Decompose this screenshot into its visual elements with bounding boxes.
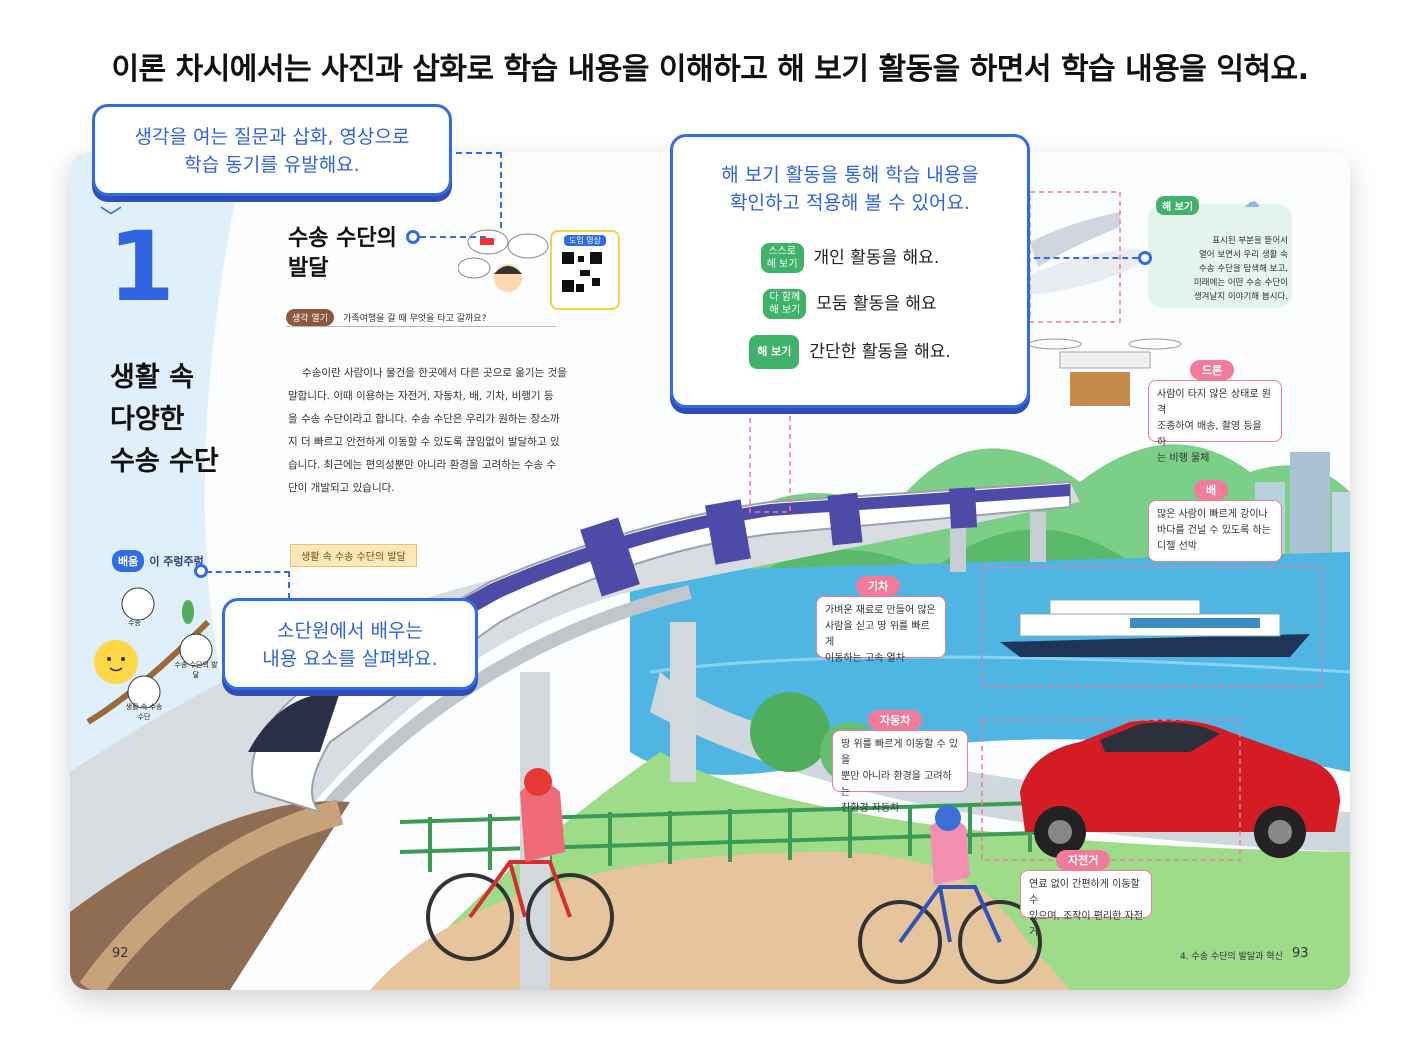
textbook-spread: 1 ﹀ 생활 속 다양한 수송 수단 수송 수단의 발달 도입 영상 <box>70 152 1350 990</box>
connector-dot <box>406 230 420 244</box>
label-text: 땅 위를 빠르게 이동할 수 있을 뿐만 아니라 환경을 고려하는 친환경 자동… <box>832 730 968 814</box>
learning-tree-header: 배움 이 주렁주렁 <box>112 550 204 572</box>
connector-line <box>288 571 290 599</box>
label-tag: 배 <box>1194 480 1229 500</box>
label-text: 가벼운 재료로 만들어 많은 사람을 싣고 땅 위를 빠르게 이동하는 고속 열… <box>816 596 946 664</box>
connector-line <box>1034 257 1138 259</box>
label-text: 연료 없이 간편하게 이동할 수 있으며, 조작이 편리한 자전거 <box>1020 870 1152 938</box>
label-tag: 드론 <box>1190 360 1235 380</box>
page-number-right: 93 <box>1292 946 1309 961</box>
think-question-row: 생각 열기 가족여행을 갈 때 무엇을 타고 갈까요? <box>286 306 556 327</box>
connector-line <box>420 236 486 238</box>
cyclist-figures <box>520 768 970 885</box>
callout-question: 생각을 여는 질문과 삽화, 영상으로 학습 동기를 유발해요. <box>92 104 452 196</box>
headline: 이론 차시에서는 사진과 삽화로 학습 내용을 이해하고 해 보기 활동을 하면… <box>111 52 1309 87</box>
learning-item: 수송 수단의 발달 <box>174 661 218 679</box>
learning-item: 생활 속 수송 수단 <box>125 703 163 721</box>
think-question: 가족여행을 갈 때 무엇을 타고 갈까요? <box>343 314 487 324</box>
airplane-illustration <box>1012 212 1148 295</box>
label-tag: 자전거 <box>1056 850 1111 870</box>
learning-tree-illustration <box>86 587 213 725</box>
connector-line <box>456 152 502 154</box>
car-illustration <box>1020 719 1340 858</box>
thinking-child-illustration <box>457 224 558 300</box>
label-text: 많은 사람이 빠르게 강이나 바다를 건널 수 있도록 하는 디젤 선박 <box>1148 500 1282 562</box>
learning-label: 이 주렁주렁 <box>149 555 204 568</box>
callout-activity: 해 보기 활동을 통해 학습 내용을 확인하고 적용해 볼 수 있어요. 스스로… <box>670 134 1030 408</box>
connector-dot <box>1138 251 1152 265</box>
activity-type-row: 해 보기 간단한 활동을 해요. <box>673 329 1027 375</box>
unit-number: 1 <box>108 211 175 323</box>
activity-type-label: 개인 활동을 해요. <box>813 248 940 268</box>
qr-label: 도입 영상 <box>564 235 606 246</box>
connector-line <box>206 571 290 573</box>
bicycle-illustration <box>426 860 1042 984</box>
qr-code-icon <box>560 250 604 294</box>
lesson-body-text: 수송이란 사람이나 물건을 한곳에서 다른 곳으로 옮기는 것을 말합니다. 이… <box>288 367 567 494</box>
label-text: 사람이 타지 않은 상태로 원격 조종하여 배송, 촬영 등을 하 는 비행 물… <box>1148 380 1282 464</box>
chapter-footer: 4. 수송 수단의 발달과 혁신 <box>1180 952 1283 962</box>
activity-type-label: 모둠 활동을 해요 <box>816 294 937 314</box>
sparkle-icon: ﹀ <box>100 206 123 231</box>
boat-illustration <box>1000 599 1310 657</box>
learning-badge: 배움 <box>112 550 145 572</box>
try-text: 표시된 부분을 뜯어서 열어 보면서 우리 생활 속 수송 수단을 탐색해 보고… <box>1193 236 1288 302</box>
section-tag: 생활 속 수송 수단의 발달 <box>290 544 417 567</box>
label-tag: 자동차 <box>868 710 923 730</box>
drone-illustration <box>1028 338 1182 406</box>
try-badge: 해 보기 <box>1156 196 1200 215</box>
qr-code-card[interactable]: 도입 영상 <box>550 230 620 310</box>
page-number-left: 92 <box>112 946 129 961</box>
simple-activity-badge: 해 보기 <box>749 335 800 369</box>
cloud-icon: ☁ <box>1244 192 1260 211</box>
unit-title: 생활 속 다양한 수송 수단 <box>110 362 219 477</box>
learning-item: 수송 <box>128 619 141 627</box>
activity-type-label: 간단한 활동을 해요. <box>809 342 951 362</box>
callout-unit: 소단원에서 배우는 내용 요소를 살펴봐요. <box>222 598 478 690</box>
think-tag: 생각 열기 <box>286 309 334 326</box>
lesson-title: 수송 수단의 발달 <box>288 226 397 281</box>
try-it-note: 해 보기 ☁ 표시된 부분을 뜯어서 열어 보면서 우리 생활 속 수송 수단을… <box>1148 192 1292 308</box>
connector-line <box>500 152 502 228</box>
label-tag: 기차 <box>856 576 901 596</box>
